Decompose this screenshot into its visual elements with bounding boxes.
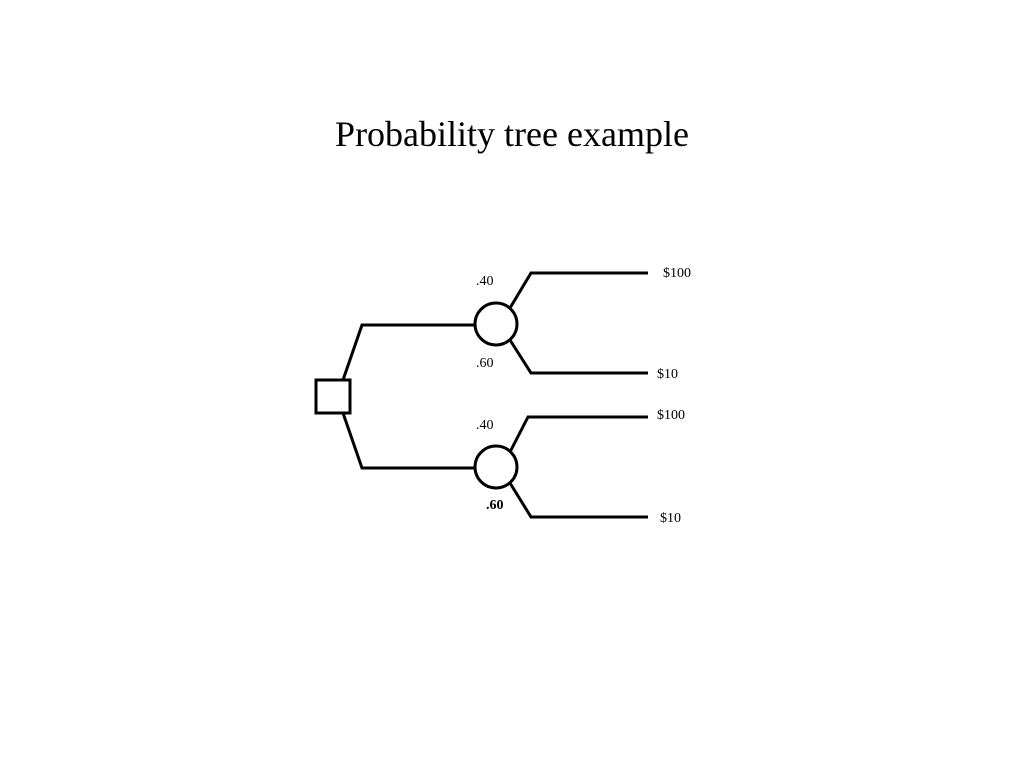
lower-bottom-probability-label: .60 [486, 498, 504, 513]
lower-chance-node [473, 444, 519, 490]
lower-top-payoff-label: $100 [657, 408, 685, 423]
decision-node [314, 378, 352, 415]
upper-decision-branch [341, 323, 475, 381]
lower-bottom-payoff-label: $10 [660, 511, 681, 526]
upper-bottom-probability-label: .60 [476, 356, 494, 371]
upper-top-probability-label: .40 [476, 274, 494, 289]
slide-title: Probability tree example [335, 114, 689, 154]
upper-bottom-outcome-branch [508, 339, 648, 375]
lower-bottom-outcome-branch [508, 482, 648, 519]
lower-decision-branch [341, 412, 475, 470]
upper-chance-node [473, 301, 519, 347]
lower-top-probability-label: .40 [476, 418, 494, 433]
upper-bottom-payoff-label: $10 [657, 367, 678, 382]
upper-top-outcome-branch [508, 271, 648, 309]
upper-top-payoff-label: $100 [663, 266, 691, 281]
lower-top-outcome-branch [508, 415, 648, 453]
